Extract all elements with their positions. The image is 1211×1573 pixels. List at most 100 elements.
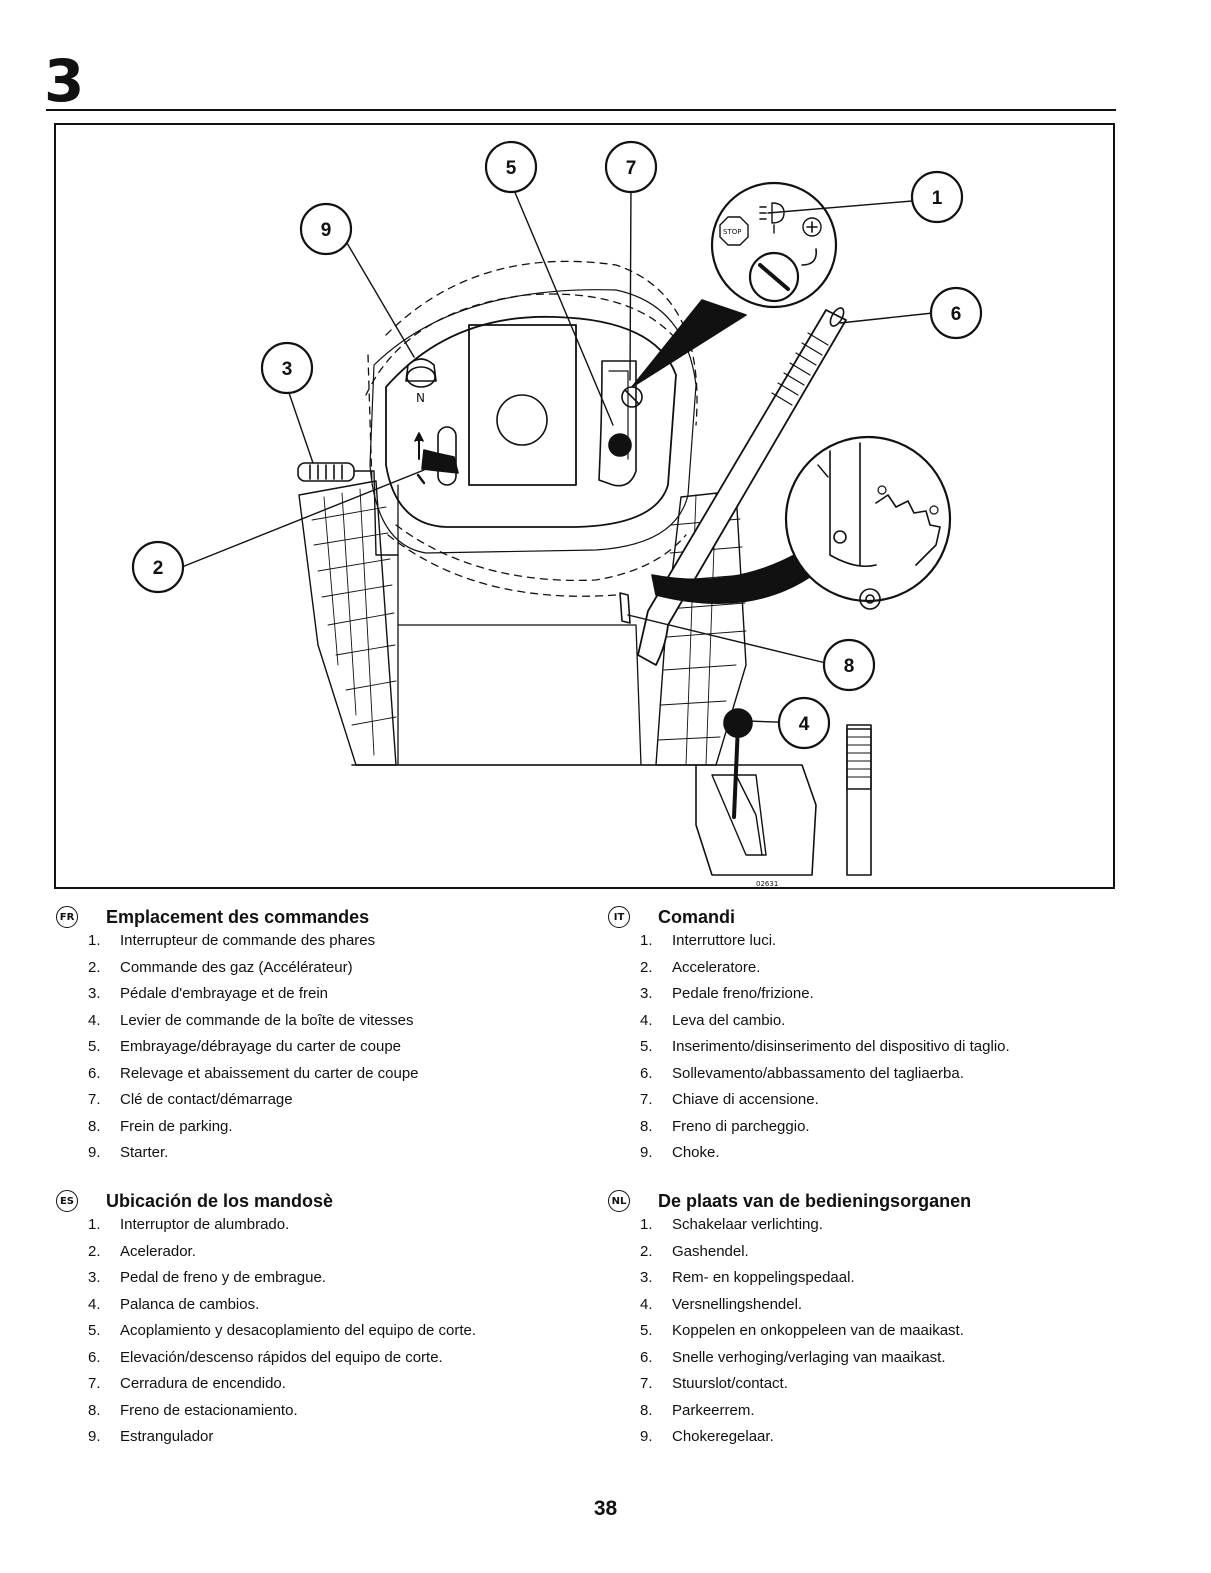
legend-fr-title: Emplacement des commandes [106,907,370,927]
list-item: 3.Pedal de freno y de embrague. [88,1269,326,1286]
choke-icon [802,217,822,237]
callout-1: 1 [910,170,964,224]
list-item: 6.Relevage et abaissement du carter de c… [88,1064,419,1082]
list-item: 8.Freno di parcheggio. [640,1117,810,1135]
legend-fr-header: FR Emplacement des commandes [56,906,576,930]
list-item: 2.Gashendel. [640,1242,749,1260]
list-item: 4.Leva del cambio. [640,1011,786,1029]
legend-es-header: ES Ubicación de los mandosè [56,1190,576,1214]
list-item: 8.Frein de parking. [88,1117,233,1135]
list-item: 6.Snelle verhoging/verlaging van maaikas… [640,1348,946,1366]
callout-9: 9 [299,202,353,256]
svg-text:3: 3 [282,359,293,380]
svg-text:9: 9 [321,220,332,241]
svg-text:STOP: STOP [723,228,741,236]
controls-illustration: N STOP [131,140,983,887]
callout-4: 4 [777,696,831,750]
list-item: 2.Commande des gaz (Accélérateur) [88,958,353,976]
throttle-lever [414,426,459,486]
section-number: 3 [44,47,84,115]
parking-brake [619,592,631,624]
list-item: 7.Chiave di accensione. [640,1091,819,1108]
list-item: 9.Chokeregelaar. [640,1428,774,1445]
list-item: 7.Stuurslot/contact. [640,1375,788,1392]
list-item: 5.Inserimento/disinserimento del disposi… [640,1038,1010,1055]
list-item: 8.Parkeerrem. [640,1401,755,1419]
list-item: 6.Sollevamento/abbassamento del tagliaer… [640,1064,964,1082]
list-item: 6.Elevación/descenso rápidos del equipo … [88,1348,443,1366]
list-item: 5.Acoplamiento y desacoplamiento del equ… [88,1322,477,1339]
list-item: 5.Embrayage/débrayage du carter de coupe [88,1038,402,1055]
callout-5: 5 [484,140,538,194]
list-item: 2.Acelerador. [88,1242,196,1260]
cutter-lever-slot [598,360,637,487]
choke-knob [405,358,437,388]
svg-text:1: 1 [932,188,943,209]
lang-badge-it: IT [608,906,630,928]
list-item: 5.Koppelen en onkoppeleen van de maaikas… [640,1322,964,1339]
list-item: 4.Versnellingshendel. [640,1295,803,1313]
list-item: 4.Palanca de cambios. [88,1295,260,1313]
list-item: 3.Pedale freno/frizione. [640,985,814,1002]
list-item: 7.Clé de contact/démarrage [88,1091,293,1108]
gear-lever [695,708,817,876]
list-item: 8.Freno de estacionamiento. [88,1401,298,1419]
list-item: 2.Acceleratore. [640,958,761,976]
legend-fr: FR Emplacement des commandes 1.Interrupt… [56,906,576,1169]
legend-nl: NL De plaats van de bedieningsorganen 1.… [608,1190,1168,1453]
legend-nl-title: De plaats van de bedieningsorganen [658,1191,972,1211]
cutter-lift-lever [637,307,847,666]
legend-nl-header: NL De plaats van de bedieningsorganen [608,1190,1168,1214]
display-gauge [496,394,548,446]
list-item: 1.Schakelaar verlichting. [640,1216,823,1233]
dashboard-display [468,324,577,486]
lang-badge-es: ES [56,1190,78,1212]
list-item: 4.Levier de commande de la boîte de vite… [88,1011,414,1029]
left-mudguard [298,480,397,766]
brake-clutch-pedal [297,462,399,556]
legend-nl-list: 1.Schakelaar verlichting. 2.Gashendel. 3… [608,1214,1168,1453]
legend-it: IT Comandi 1.Interruttore luci. 2.Accele… [608,906,1168,1169]
header-rule [46,109,1116,111]
ignition-zoom: STOP [631,181,838,388]
svg-text:4: 4 [799,714,810,735]
svg-text:5: 5 [506,158,517,179]
callout-leaders [181,182,934,724]
ignition-key [748,251,800,303]
page-number: 38 [593,1497,618,1520]
list-item: 1.Interrupteur de commande des phares [88,932,376,949]
dashboard-panel [385,315,677,528]
callout-7: 7 [604,140,658,194]
list-item: 3.Pédale d'embrayage et de frein [88,985,329,1002]
headlight-icon [759,202,785,224]
side-lever [846,724,872,876]
legend-it-list: 1.Interruttore luci. 2.Acceleratore. 3.P… [608,930,1168,1169]
svg-text:2: 2 [153,558,164,579]
legend-fr-list: 1.Interrupteur de commande des phares 2.… [56,930,576,1169]
legend-es-title: Ubicación de los mandosè [106,1191,334,1211]
list-item: 9.Starter. [88,1144,169,1161]
figure-code: 02631 [756,880,778,887]
lang-badge-nl: NL [608,1190,630,1212]
callout-6: 6 [929,286,983,340]
callout-2: 2 [131,540,185,594]
svg-text:6: 6 [951,304,962,325]
legend-es: ES Ubicación de los mandosè 1.Interrupto… [56,1190,576,1453]
legend-it-header: IT Comandi [608,906,1168,930]
list-item: 7.Cerradura de encendido. [88,1375,286,1392]
callout-3: 3 [260,341,314,395]
lift-ratchet-zoom [651,435,952,610]
legend-it-title: Comandi [658,907,736,927]
neutral-mark: N [416,391,425,405]
controls-diagram: N STOP [54,123,1115,889]
list-item: 1.Interruttore luci. [640,932,777,949]
list-item: 1.Interruptor de alumbrado. [88,1216,290,1233]
svg-text:8: 8 [844,656,855,677]
list-item: 9.Choke. [640,1144,720,1161]
list-item: 9.Estrangulador [88,1428,214,1445]
legend-es-list: 1.Interruptor de alumbrado. 2.Acelerador… [56,1214,576,1453]
lang-badge-fr: FR [56,906,78,928]
list-item: 3.Rem- en koppelingspedaal. [640,1269,855,1286]
stop-icon [719,216,749,246]
svg-text:7: 7 [626,158,637,179]
